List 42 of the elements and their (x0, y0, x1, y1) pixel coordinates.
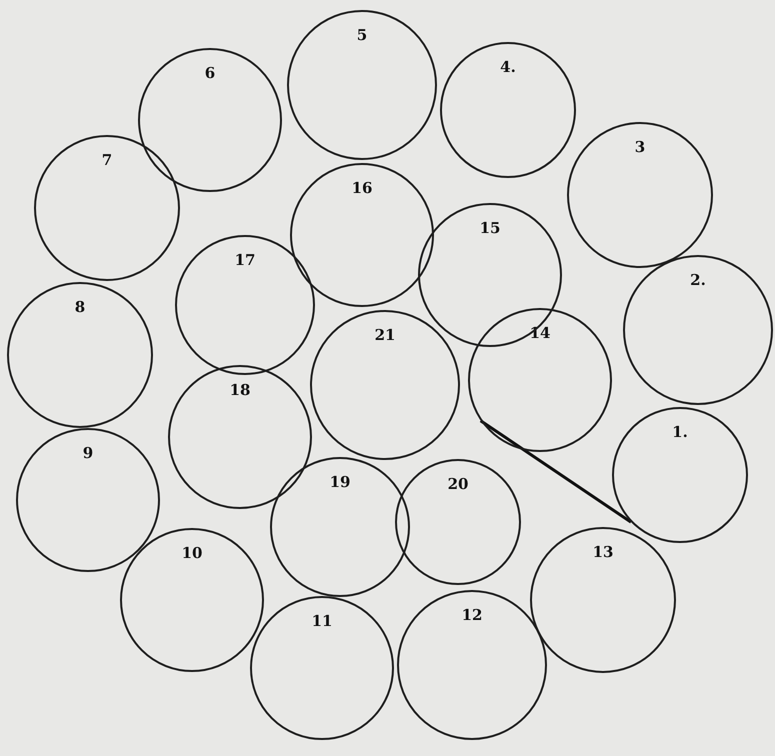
circle (567, 122, 713, 268)
circle-number: 10 (182, 544, 202, 562)
circle (440, 42, 576, 178)
circle-number: 6 (204, 64, 216, 82)
circle-number: 17 (234, 251, 256, 269)
circle-number: 12 (462, 606, 482, 624)
circle-number: 15 (480, 219, 500, 237)
circle (310, 310, 460, 460)
circle (612, 407, 748, 543)
circle (530, 527, 676, 673)
circle-number: 13 (592, 543, 614, 561)
circle (34, 135, 180, 281)
circle (250, 596, 394, 740)
circle (7, 282, 153, 428)
connector-line (480, 419, 632, 524)
circle-number: 16 (352, 179, 372, 197)
circle-number: 9 (82, 444, 94, 462)
circle (16, 428, 160, 572)
circle (168, 365, 312, 509)
circle-number: 5 (356, 26, 368, 44)
circle-number: 19 (330, 473, 350, 491)
circle-number: 3 (634, 138, 646, 156)
circle-number: 11 (312, 612, 332, 630)
circle-number: 21 (374, 326, 396, 344)
circle-number: 18 (230, 381, 250, 399)
circle (623, 255, 773, 405)
circle (138, 48, 282, 192)
circle (397, 590, 547, 740)
circle (418, 203, 562, 347)
circle (270, 457, 410, 597)
circle (287, 10, 437, 160)
circle (395, 459, 521, 585)
circle (290, 163, 434, 307)
circle (175, 235, 315, 375)
circle-number: 20 (448, 475, 468, 493)
circle-number: 2. (690, 271, 706, 289)
circle-number: 8 (74, 298, 86, 316)
circle (468, 308, 612, 452)
circle-number: 7 (102, 151, 112, 169)
circle-number: 4. (500, 58, 516, 76)
circle (120, 528, 264, 672)
circle-number: 1. (672, 423, 688, 441)
